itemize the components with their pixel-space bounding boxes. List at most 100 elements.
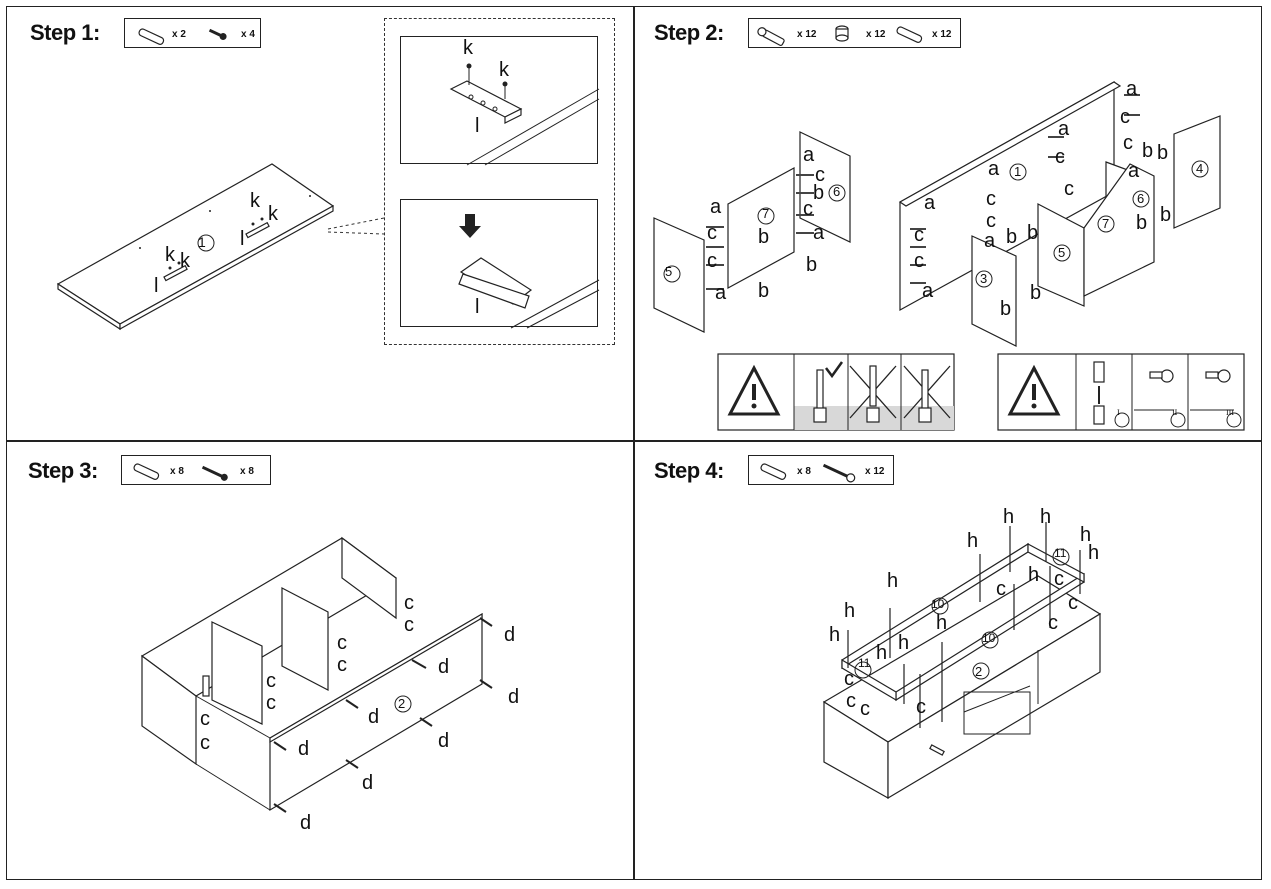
label-c: c [200, 732, 210, 754]
label-d: d [300, 812, 312, 834]
step4-drawing [822, 522, 1102, 800]
label-a: a [988, 158, 1000, 180]
label-c: c [844, 668, 854, 690]
step3-drawing [140, 536, 493, 813]
panel-1-number: 1 [1014, 164, 1022, 179]
label-h: h [936, 612, 948, 634]
label-k: k [180, 250, 190, 272]
label-l: l [240, 228, 245, 250]
dowel-icon [760, 463, 787, 480]
label-a: a [1126, 78, 1138, 100]
label-c: c [846, 690, 856, 712]
label-b: b [758, 280, 770, 302]
label-c: c [404, 614, 414, 636]
label-d: d [438, 730, 450, 752]
panel-4-number: 4 [1196, 161, 1204, 176]
label-d: d [298, 738, 310, 760]
label-c: c [1123, 132, 1133, 154]
arrow-down-icon [459, 214, 481, 238]
label-a: a [924, 192, 936, 214]
dowel-icon [133, 463, 160, 480]
step4-parts-box: x 8 x 12 [748, 455, 894, 485]
cam-lock-icon [835, 25, 849, 42]
label-c: c [1064, 178, 1074, 200]
label-c: c [266, 692, 276, 714]
label-h: h [1003, 506, 1015, 528]
label-a: a [1128, 160, 1140, 182]
label-h: h [887, 570, 899, 592]
label-h: h [844, 600, 856, 622]
step2-parts-box: x 12 x 12 x 12 [748, 18, 961, 48]
label-c: c [1055, 146, 1065, 168]
label-c: c [815, 164, 825, 186]
label-h: h [967, 530, 979, 552]
label-l: l [154, 275, 159, 297]
panel-7b [1083, 163, 1155, 297]
label-k: k [499, 59, 509, 81]
label-l: l [475, 296, 480, 318]
panel-2-number: 2 [398, 696, 406, 711]
step3-title: Step 3: [28, 458, 98, 483]
label-c: c [914, 250, 924, 272]
step4-qty-dowel: x 8 [797, 466, 811, 477]
dowel-icon [896, 26, 923, 43]
step3-parts-box: x 8 x 8 [121, 455, 271, 485]
label-b: b [1000, 298, 1012, 320]
step1-drawing [56, 163, 385, 331]
screw-icon [208, 28, 227, 41]
panel-11-number: 11 [858, 656, 871, 670]
label-c: c [266, 670, 276, 692]
label-b: b [806, 254, 818, 276]
label-b: b [1030, 282, 1042, 304]
label-c: c [404, 592, 414, 614]
label-h: h [1040, 506, 1052, 528]
label-c: c [1054, 568, 1064, 590]
step1-detail-top: k k l [400, 36, 600, 166]
panel-4 [1173, 115, 1221, 229]
panel-1-number: 1 [198, 234, 206, 250]
roman-I: I [1117, 408, 1120, 417]
step1-parts-box: x 2 x 4 [124, 18, 261, 48]
step2-title: Step 2: [654, 20, 724, 45]
panel-5-number: 5 [1058, 245, 1066, 260]
label-l: l [475, 115, 480, 137]
label-a: a [803, 144, 815, 166]
panel-5-number: 5 [665, 264, 673, 279]
label-b: b [1136, 212, 1148, 234]
label-c: c [1048, 612, 1058, 634]
roman-III: III [1226, 408, 1234, 417]
label-d: d [504, 624, 516, 646]
label-c: c [996, 578, 1006, 600]
label-a: a [710, 196, 722, 218]
label-c: c [986, 210, 996, 232]
label-c: c [1120, 106, 1130, 128]
label-c: c [914, 224, 924, 246]
dowel-icon [138, 28, 165, 45]
checkmark-icon [825, 361, 844, 379]
panel-3 [971, 235, 1017, 347]
step2-qty-cam: x 12 [866, 29, 886, 40]
label-k: k [268, 203, 278, 225]
panel-5 [653, 217, 705, 333]
step3-qty-screw: x 8 [240, 466, 254, 477]
label-d: d [368, 706, 380, 728]
step1-detail-frame [384, 18, 615, 345]
panel-7 [727, 166, 795, 290]
cam-bolt-icon [757, 27, 785, 46]
label-c: c [986, 188, 996, 210]
label-b: b [1027, 222, 1039, 244]
label-c: c [707, 222, 717, 244]
panel-2-number: 2 [975, 664, 983, 679]
label-b: b [1006, 226, 1018, 248]
label-k: k [250, 190, 260, 212]
panel-7-number: 7 [1102, 216, 1110, 231]
label-a: a [922, 280, 934, 302]
label-b: b [1160, 204, 1172, 226]
panel-10-number: 10 [931, 597, 945, 611]
step4-title: Step 4: [654, 458, 724, 483]
step2-qty-bolt: x 12 [797, 29, 817, 40]
divider-horizontal [6, 440, 1262, 442]
label-h: h [898, 632, 910, 654]
step3-qty-dowel: x 8 [170, 466, 184, 477]
label-b: b [1142, 140, 1154, 162]
